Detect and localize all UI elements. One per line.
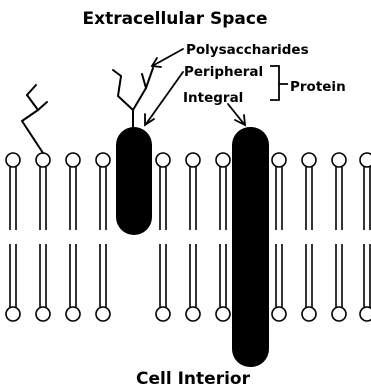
phospholipid <box>66 153 80 321</box>
phospholipid <box>6 153 20 321</box>
peripheral-label: Peripheral <box>184 64 263 80</box>
cell-interior-title: Cell Interior <box>136 369 251 389</box>
peripheral-protein <box>116 127 152 235</box>
phospholipid <box>216 153 230 321</box>
integral-arrow <box>228 104 245 125</box>
peripheral-arrow <box>145 72 183 125</box>
protein-label: Protein <box>290 79 346 95</box>
phospholipid <box>186 153 200 321</box>
phospholipid <box>156 153 170 321</box>
phospholipid <box>36 153 50 321</box>
polysaccharide-chain-peripheral <box>113 68 153 130</box>
phospholipid <box>360 153 371 321</box>
integral-label: Integral <box>183 90 243 106</box>
polysaccharide-chain-left <box>22 85 47 153</box>
phospholipid <box>332 153 346 321</box>
extracellular-space-title: Extracellular Space <box>82 9 267 29</box>
phospholipid <box>272 153 286 321</box>
protein-bracket <box>270 66 288 100</box>
phospholipid <box>302 153 316 321</box>
lipid-bilayer <box>6 153 371 321</box>
phospholipid <box>96 153 110 321</box>
polysaccharides-arrow <box>152 49 183 67</box>
integral-protein <box>232 127 269 367</box>
polysaccharides-label: Polysaccharides <box>186 42 309 58</box>
